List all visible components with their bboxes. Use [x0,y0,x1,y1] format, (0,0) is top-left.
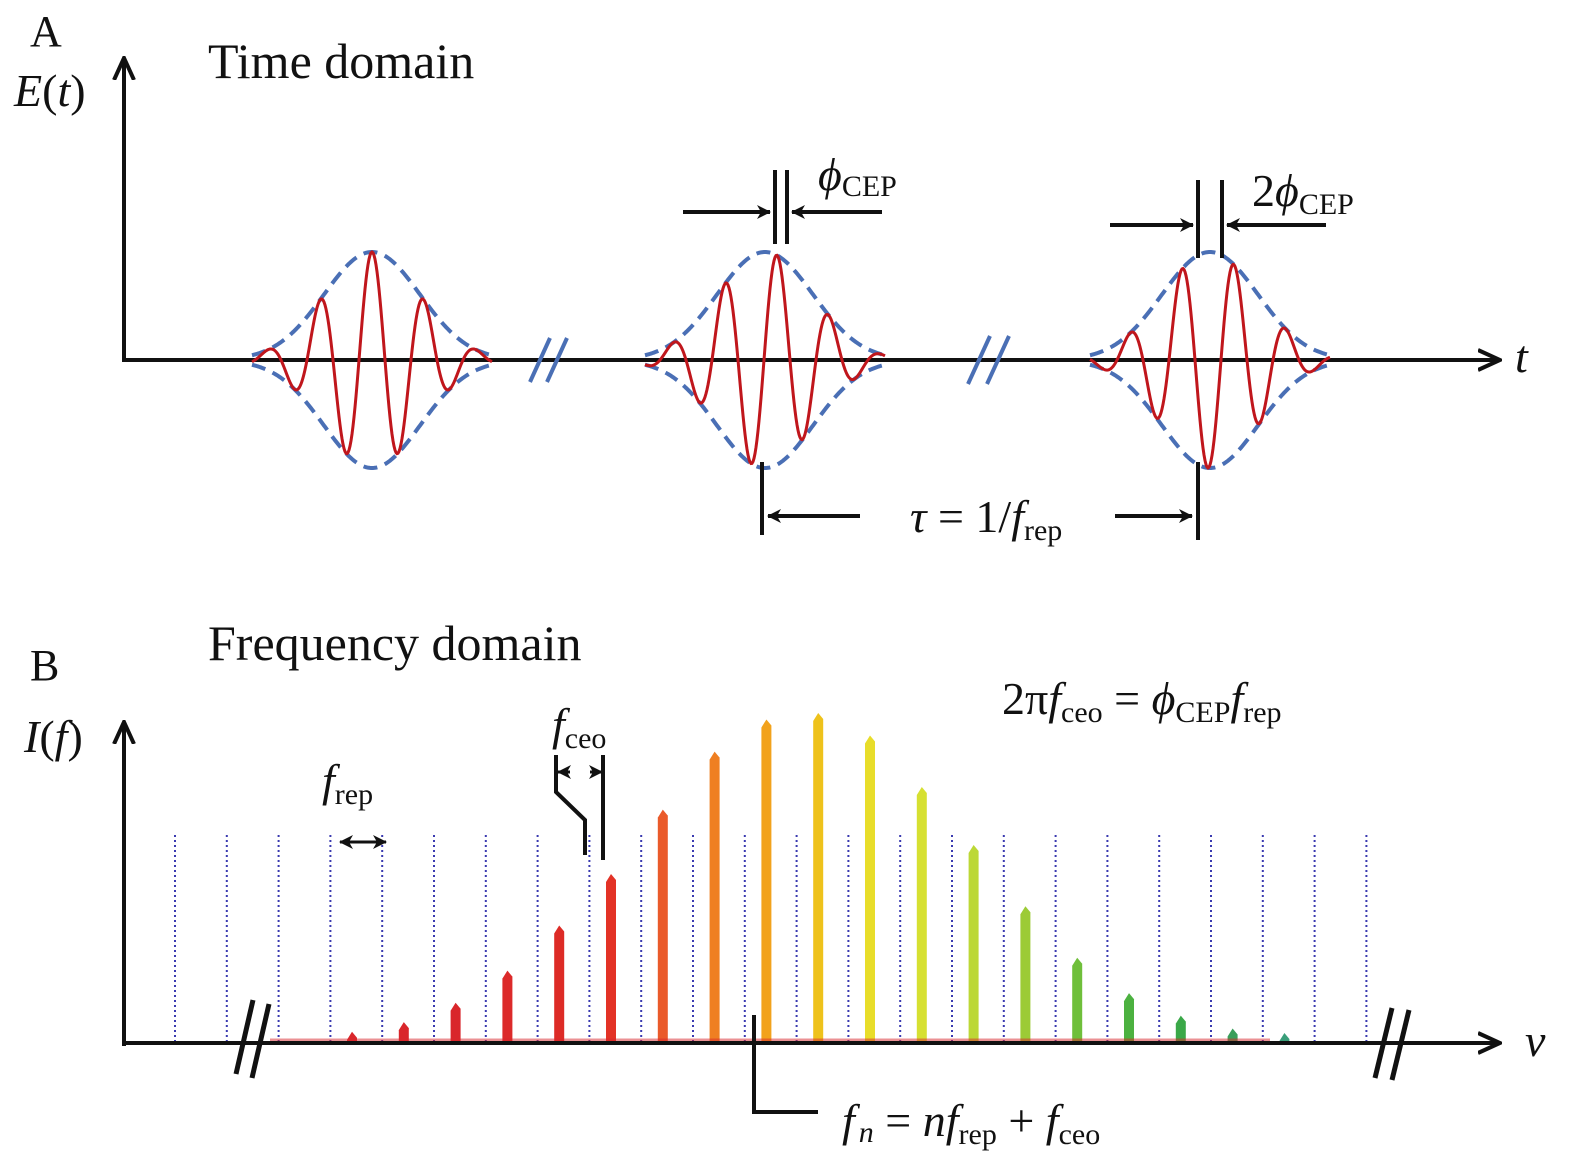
pulse-envelope-lower [1089,362,1331,471]
ceo-cep-relation: 2πfceo = ϕCEPfrep [1002,673,1282,729]
comb-line [813,713,824,1041]
comb-line [761,719,772,1041]
panel-b-label: B [30,641,59,690]
pulse-envelope-upper [251,249,493,358]
axis-break-1 [528,337,569,383]
comb-line [398,1022,409,1041]
comb-line [502,970,513,1041]
comb-line [1072,957,1083,1041]
pulse-3 [1089,249,1331,471]
fceo-label: fceo [552,699,606,755]
comb-line [709,751,720,1041]
pulse-train [251,249,1331,471]
pulse-envelope-lower [644,362,886,471]
axis-break-2 [966,335,1011,385]
comb-line [916,787,927,1041]
comb-line [450,1002,461,1041]
comb-guide-lines [174,835,1368,1041]
time-axis-label: t [1515,331,1529,382]
fceo-offset-marker [554,755,605,860]
pulse-1 [251,249,493,471]
pulse-period-marker [760,462,1200,540]
cep-shift-marker-2 [1110,180,1326,258]
frequency-axis-label: v [1525,1015,1546,1066]
comb-line [1279,1033,1290,1041]
axis-break-left [233,999,272,1079]
comb-lines [270,713,1290,1042]
pulse-carrier [644,253,886,466]
comb-line [865,735,875,1041]
comb-line [1175,1015,1186,1041]
frep-label: frep [322,755,373,811]
comb-line [1020,906,1031,1041]
pulse-carrier [251,250,493,456]
pulse-2 [644,249,886,471]
phi-cep-label: ϕCEP [818,149,897,203]
comb-line [657,809,668,1041]
comb-line [554,925,565,1041]
efield-axis-label: E(t) [13,65,86,116]
comb-line [1227,1028,1238,1041]
pulse-envelope-upper [644,249,886,358]
cep-shift-marker-1 [683,170,882,244]
panel-a-label: A [30,7,62,56]
comb-line [968,845,979,1041]
intensity-axis-label: I(f) [23,711,83,762]
period-formula: τ = 1/frep [910,491,1062,547]
comb-line [1124,993,1134,1041]
frequency-domain-panel: B Frequency domain I(f) v frep [23,615,1546,1151]
comb-formula-pointer [752,1015,818,1114]
comb-line [606,874,616,1041]
time-domain-panel: A Time domain E(t) t ϕCEP [13,7,1529,547]
two-phi-cep-label: 2ϕCEP [1252,165,1354,221]
time-domain-title: Time domain [208,33,474,89]
frequency-domain-title: Frequency domain [208,615,582,671]
pulse-carrier [1089,262,1331,470]
axis-break-right [1372,1007,1412,1081]
